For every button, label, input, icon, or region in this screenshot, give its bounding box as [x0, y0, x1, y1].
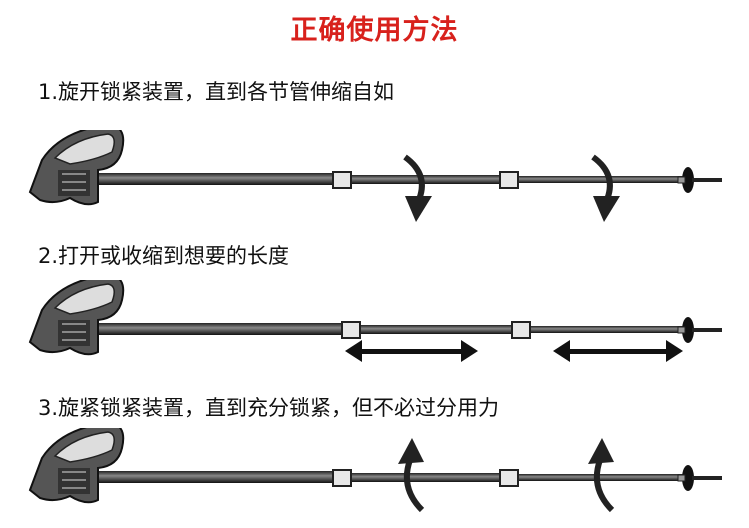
grip-icon [29, 130, 125, 206]
double-arrow-icon [345, 340, 478, 362]
double-arrow-icon [553, 340, 683, 362]
lock-icon [341, 321, 361, 339]
pole-tip-icon [677, 166, 723, 194]
step-2-label: 2.打开或收缩到想要的长度 [38, 244, 290, 268]
pole-step-1 [29, 130, 723, 222]
lock-icon [332, 171, 352, 189]
rotate-arrow-icon [403, 154, 432, 222]
grip-icon [29, 280, 125, 356]
pole-tip-icon [677, 464, 723, 492]
step-3-label: 3.旋紧锁紧装置，直到充分锁紧，但不必过分用力 [38, 396, 500, 420]
lock-icon [511, 321, 531, 339]
pole-step-3 [29, 428, 723, 513]
pole-tip-icon [677, 316, 723, 344]
page-title: 正确使用方法 [290, 15, 459, 46]
pole-step-2 [29, 280, 723, 362]
lock-icon [332, 469, 352, 487]
rotate-arrow-icon [398, 438, 425, 513]
lock-icon [499, 469, 519, 487]
rotate-arrow-icon [588, 438, 615, 513]
grip-icon [29, 428, 125, 504]
lock-icon [499, 171, 519, 189]
rotate-arrow-icon [591, 154, 620, 222]
step-1-label: 1.旋开锁紧装置，直到各节管伸缩自如 [38, 80, 395, 104]
